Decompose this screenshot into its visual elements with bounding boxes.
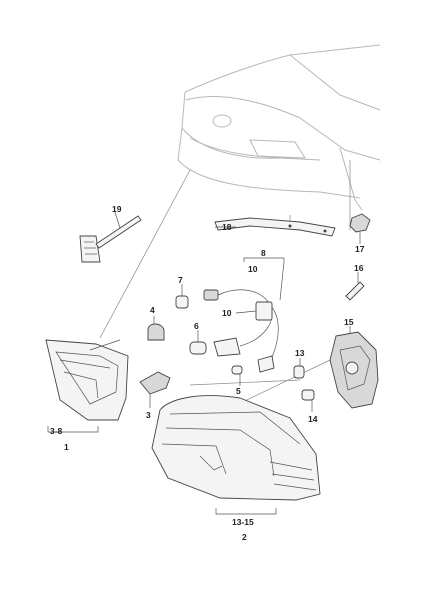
part-7-bulb <box>175 284 189 309</box>
part-1-inner-tail-light <box>45 339 129 433</box>
callout-10: 10 <box>222 308 232 318</box>
callout-6: 6 <box>194 321 199 331</box>
part-3-bracket <box>139 371 171 408</box>
part-4-bulb-socket <box>147 316 165 341</box>
callout-19: 19 <box>112 204 122 214</box>
callout-13: 13 <box>295 348 305 358</box>
callout-4: 4 <box>150 305 155 315</box>
part-18-trim-strip <box>214 217 336 237</box>
callout-7: 7 <box>178 275 183 285</box>
part-5-bulb <box>231 365 243 386</box>
part-2-outer-tail-light <box>151 395 321 515</box>
callout-3: 3 <box>146 410 151 420</box>
part-6-bulb <box>189 330 207 355</box>
callout-18: 18 <box>222 222 232 232</box>
callout-5: 5 <box>236 386 241 396</box>
callout-8: 8 <box>261 248 266 258</box>
part-19-adjuster <box>79 211 142 263</box>
car-rear-outline <box>177 44 381 211</box>
leader-lines <box>99 160 351 409</box>
part-13-bulb <box>293 358 305 379</box>
callout-14: 14 <box>308 414 318 424</box>
part-8-wiring-harness <box>203 257 285 373</box>
callout-labels: 19 18 17 16 8 10 7 10 4 6 15 13 5 3 14 3… <box>50 204 365 542</box>
callout-15: 15 <box>344 317 354 327</box>
callout-16: 16 <box>354 263 364 273</box>
callout-10-top: 10 <box>248 264 258 274</box>
callout-3-8: 3-8 <box>50 426 63 436</box>
callout-17: 17 <box>355 244 365 254</box>
part-15-bulb-carrier <box>329 326 379 409</box>
callout-1: 1 <box>64 442 69 452</box>
part-17-nut <box>349 213 371 244</box>
part-16-screw <box>345 272 365 301</box>
part-14-bulb <box>301 389 315 412</box>
callout-13-15: 13-15 <box>232 517 254 527</box>
callout-2: 2 <box>242 532 247 542</box>
